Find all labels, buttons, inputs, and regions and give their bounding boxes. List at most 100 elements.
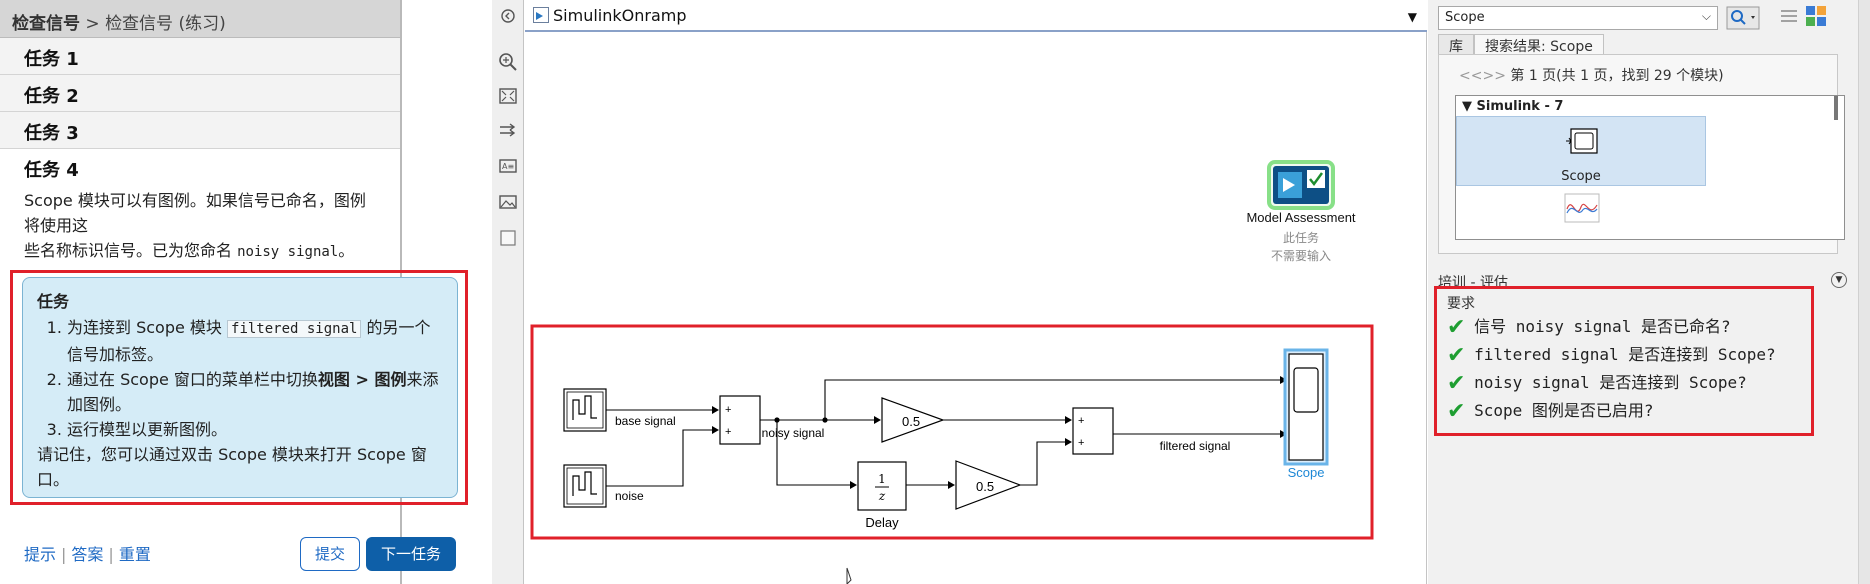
step2-text-a: 通过在 Scope 窗口的菜单栏中切换 [67, 370, 318, 389]
grid-view-icon[interactable] [1804, 4, 1828, 30]
task-instructions-box: 任务 为连接到 Scope 模块 filtered signal 的另一个信号加… [22, 277, 458, 498]
delay-denominator: z [878, 489, 886, 503]
canvas-toolbar: A≡ [492, 0, 524, 584]
scope-block[interactable] [1283, 348, 1329, 466]
task-2-header[interactable]: 任务 2 [0, 75, 400, 112]
arrowhead [1065, 438, 1072, 446]
task-highlight-frame [10, 270, 468, 505]
submit-button[interactable]: 提交 [300, 537, 360, 571]
area-icon[interactable] [496, 226, 520, 250]
image-icon[interactable] [496, 190, 520, 214]
panel-scrollbar[interactable] [1858, 0, 1870, 584]
base-signal-source-block[interactable] [563, 388, 607, 432]
requirement-3-text: noisy signal 是否连接到 Scope? [1474, 373, 1747, 392]
gain-block-2[interactable]: 0.5 [955, 460, 1022, 510]
base-signal-label: base signal [615, 414, 676, 428]
gain2-value: 0.5 [976, 479, 994, 494]
step2-text-b: 来添加图例。 [67, 370, 439, 414]
requirement-2-text: filtered signal 是否连接到 Scope? [1474, 345, 1776, 364]
library-panel: Scope ⌵ 库搜索结果: Scope <<>> 第 1 页(共 1 页，找到… [1428, 0, 1870, 584]
result-item-scope-label: Scope [1561, 169, 1601, 184]
model-name[interactable]: SimulinkOnramp [553, 6, 687, 25]
sum-block-1[interactable]: + + [719, 395, 761, 445]
requirements-title: 要求 [1447, 296, 1475, 312]
step2-menu-path: 视图 > 图例 [317, 370, 407, 389]
signal-arrows-icon[interactable] [496, 118, 520, 142]
task-box-title: 任务 [37, 292, 70, 311]
assessment-note-2: 不需要输入 [1271, 248, 1331, 263]
model-assessment-block[interactable] [1267, 160, 1335, 210]
search-results-pane: <<>> 第 1 页(共 1 页，找到 29 个模块) ▼ Simulink -… [1438, 54, 1845, 254]
results-nav-arrows[interactable]: <<>> [1459, 68, 1506, 84]
arrowhead [1065, 416, 1072, 424]
diagram-highlight-frame [530, 324, 1374, 540]
time-scope-block-icon[interactable] [1564, 193, 1600, 223]
task-4-intro: Scope 模块可以有图例。如果信号已命名，图例将使用这 些名称标识信号。已为您… [0, 186, 400, 265]
assessment-note-1: 此任务 [1283, 230, 1319, 245]
breadcrumb-lesson: 检查信号 (练习) [105, 14, 226, 34]
scope-label: Scope [1288, 465, 1325, 480]
search-icon[interactable] [1726, 6, 1760, 30]
results-scrollbar[interactable] [1834, 96, 1838, 120]
library-tabs: 库搜索结果: Scope [1438, 34, 1604, 55]
delay-label: Delay [865, 515, 899, 530]
filtered-signal-label: filtered signal [1160, 439, 1231, 453]
scope-block-icon [1566, 128, 1598, 154]
chevron-down-icon[interactable]: ⌵ [1701, 9, 1711, 23]
noisy-to-scope-line[interactable] [824, 379, 1285, 420]
model-breadcrumb-bar: SimulinkOnramp ▼ [525, 0, 1427, 32]
requirement-1: ✔ 信号 noisy signal 是否已命名? [1447, 313, 1801, 341]
noise-source-block[interactable] [563, 464, 607, 508]
sum2-plus-b: + [1078, 437, 1084, 449]
gain2-to-sum2-line[interactable] [1020, 441, 1070, 486]
results-group-simulink[interactable]: ▼ Simulink - 7 [1462, 99, 1564, 114]
assessment-requirements-box: 要求 ✔ 信号 noisy signal 是否已命名? ✔ filtered s… [1434, 286, 1814, 436]
answer-link[interactable]: 答案 [71, 545, 104, 564]
task-3-header[interactable]: 任务 3 [0, 112, 400, 149]
block-diagram[interactable]: Model Assessment 此任务 不需要输入 base signal n… [525, 0, 1427, 584]
annotation-icon[interactable]: A≡ [496, 154, 520, 178]
collapse-assessment-icon[interactable]: ▼ [1831, 272, 1847, 288]
fit-to-view-icon[interactable] [496, 84, 520, 108]
hint-link[interactable]: 提示 [24, 545, 57, 564]
chevron-down-icon[interactable]: ▼ [1407, 10, 1417, 24]
delay-block[interactable]: 1 z [857, 461, 907, 511]
noise-line[interactable] [606, 429, 717, 487]
gain-block-1[interactable]: 0.5 [881, 397, 945, 443]
task-4-header[interactable]: 任务 4 [0, 149, 400, 186]
delay-numerator: 1 [878, 472, 886, 486]
hide-panel-icon[interactable] [496, 4, 520, 28]
next-task-button[interactable]: 下一任务 [366, 537, 456, 571]
intro-line-1: Scope 模块可以有图例。如果信号已命名，图例将使用这 [24, 191, 366, 235]
mouse-cursor-icon [846, 567, 852, 584]
checkmark-icon: ✔ [1447, 371, 1466, 396]
tab-search-results[interactable]: 搜索结果: Scope [1474, 34, 1604, 55]
step1-code: filtered signal [227, 320, 362, 338]
task-1-header[interactable]: 任务 1 [0, 38, 400, 75]
footer-divider: | [108, 545, 114, 564]
breadcrumb: 检查信号 > 检查信号 (练习) [0, 0, 400, 38]
requirement-4: ✔ Scope 图例是否已启用? [1447, 397, 1801, 425]
list-view-icon[interactable] [1778, 6, 1800, 28]
breadcrumb-current[interactable]: 检查信号 [12, 14, 80, 34]
footer-divider: | [61, 545, 67, 564]
task-footer-links: 提示|答案|重置 [24, 541, 151, 565]
reset-link[interactable]: 重置 [118, 545, 151, 564]
step1-text-b: 的另一个信号加标签。 [67, 318, 431, 364]
requirement-4-text: Scope 图例是否已启用? [1474, 401, 1654, 420]
results-tree: ▼ Simulink - 7 Scope [1455, 95, 1845, 240]
noise-label: noise [615, 489, 644, 503]
library-search-input[interactable]: Scope ⌵ [1438, 6, 1718, 30]
results-count: 第 1 页(共 1 页，找到 29 个模块) [1510, 68, 1724, 84]
task-step-2: 通过在 Scope 窗口的菜单栏中切换视图 > 图例来添加图例。 [67, 367, 443, 417]
step1-text-a: 为连接到 Scope 模块 [67, 318, 228, 337]
arrowhead [948, 481, 955, 489]
breadcrumb-separator: > [80, 14, 106, 34]
zoom-icon[interactable] [496, 50, 520, 74]
arrowhead [712, 406, 719, 414]
tab-library[interactable]: 库 [1438, 34, 1474, 55]
result-item-scope[interactable]: Scope [1456, 116, 1706, 186]
noisy-to-delay-line[interactable] [776, 420, 855, 486]
sum-block-2[interactable]: + + [1072, 407, 1114, 455]
model-canvas[interactable]: Model Assessment 此任务 不需要输入 base signal n… [525, 0, 1427, 584]
